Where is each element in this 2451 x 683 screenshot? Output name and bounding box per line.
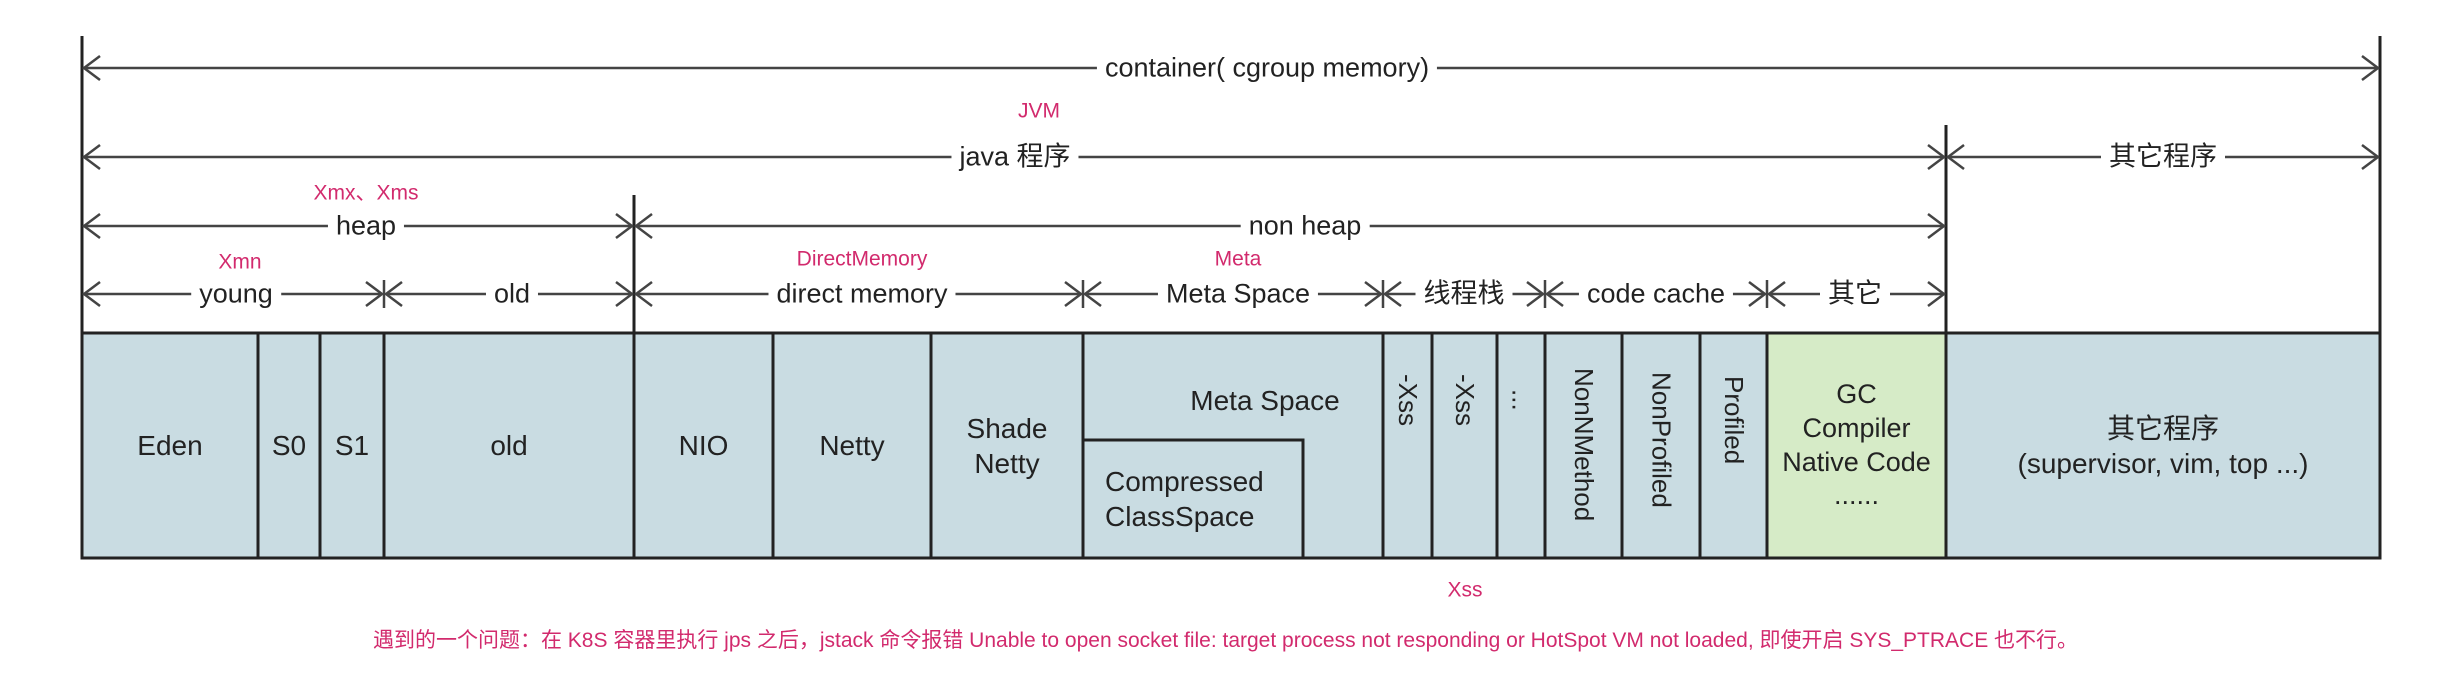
compressed-class-space-block: Compressed ClassSpace <box>1105 466 1264 532</box>
non-method-label: NonNMethod <box>1569 368 1599 522</box>
other-processes-block: 其它程序 (supervisor, vim, top ...) <box>2017 412 2309 479</box>
other-label: 其它 <box>1820 280 1890 308</box>
xss-block-2: -Xss <box>1432 340 1497 460</box>
xmn-annotation: Xmn <box>218 250 262 274</box>
xss-block-1: -Xss <box>1383 340 1432 460</box>
profiled-label: Profiled <box>1719 375 1749 465</box>
jvm-annotation: JVM <box>1018 99 1060 123</box>
eden-block: Eden <box>137 430 203 461</box>
non-profiled-block: NonProfiled <box>1622 340 1700 540</box>
meta-space-label: Meta Space <box>1157 280 1319 308</box>
nio-block: NIO <box>678 430 729 461</box>
direct-memory-label: direct memory <box>768 280 956 308</box>
young-label: young <box>191 280 281 308</box>
footer-note: 遇到的一个问题：在 K8S 容器里执行 jps 之后，jstack 命令报错 U… <box>372 629 2079 652</box>
more-threads-label: ... <box>1506 389 1537 411</box>
netty-block: Netty <box>819 430 885 461</box>
container-label: container( cgroup memory) <box>1096 54 1438 82</box>
non-method-block: NonNMethod <box>1545 340 1622 550</box>
s1-block: S1 <box>334 430 370 461</box>
profiled-block: Profiled <box>1700 340 1767 500</box>
xss-block-2-label: -Xss <box>1450 374 1480 426</box>
memory-bar <box>80 331 1948 560</box>
meta-space-block: Meta Space <box>1190 384 1340 416</box>
shade-netty-block: Shade Netty <box>966 412 1048 479</box>
old-block: old <box>490 430 528 461</box>
other-process-bg <box>1944 331 2382 560</box>
native-block-bg <box>1765 331 1948 560</box>
java-program-label: java 程序 <box>951 143 1079 171</box>
code-cache-label: code cache <box>1578 280 1734 308</box>
direct-memory-annotation: DirectMemory <box>796 247 928 271</box>
xmx-xms-annotation: Xmx、Xms <box>313 181 419 205</box>
xss-block-1-label: -Xss <box>1393 374 1423 426</box>
heap-label: heap <box>327 212 405 240</box>
block-separators <box>256 333 1769 558</box>
gc-compiler-native-block: GC Compiler Native Code ...... <box>1782 379 1931 511</box>
non-profiled-label: NonProfiled <box>1646 372 1677 508</box>
other-program-label: 其它程序 <box>2101 143 2225 171</box>
old-label: old <box>485 280 539 308</box>
more-threads-block: ... <box>1497 340 1545 460</box>
thread-stack-label: 线程栈 <box>1415 280 1513 308</box>
non-heap-label: non heap <box>1240 212 1370 240</box>
s0-block: S0 <box>271 430 307 461</box>
meta-annotation: Meta <box>1214 247 1262 271</box>
xss-annotation: Xss <box>1447 578 1483 602</box>
